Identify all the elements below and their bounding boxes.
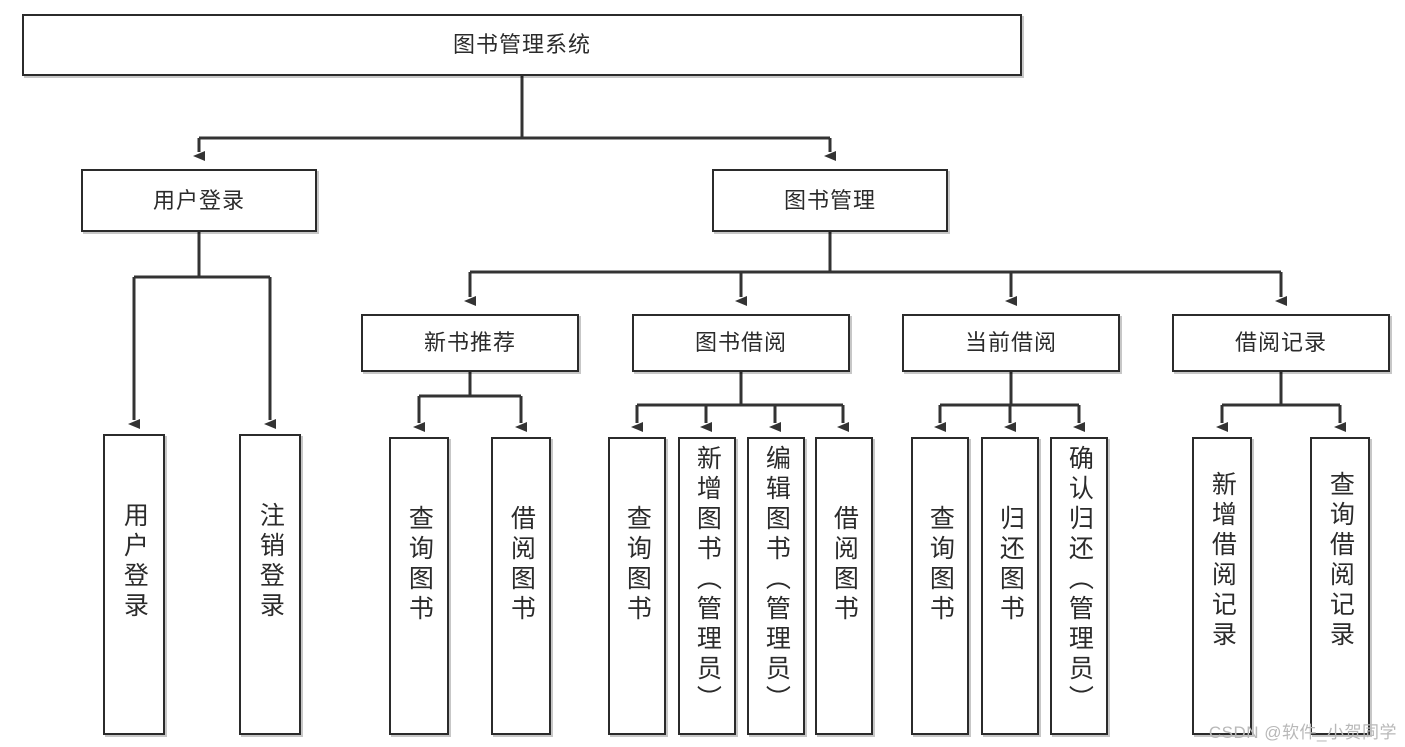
- node-label: 图书管理: [783, 187, 876, 213]
- leaf-bookborrow-add-book-admin[interactable]: 新增图书（管理员）: [678, 437, 736, 735]
- node-label: 借阅图书: [507, 505, 536, 625]
- node-label: 新书推荐: [423, 330, 516, 356]
- leaf-borrowrecord-add-record[interactable]: 新增借阅记录: [1192, 437, 1252, 735]
- node-label: 新增图书（管理员）: [693, 445, 722, 715]
- leaf-logout[interactable]: 注销登录: [239, 434, 301, 735]
- node-label: 用户登录: [120, 502, 149, 622]
- node-label: 新增借阅记录: [1208, 471, 1237, 651]
- node-book-borrow[interactable]: 图书借阅: [632, 314, 850, 372]
- node-label: 查询借阅记录: [1326, 471, 1355, 651]
- node-label: 编辑图书（管理员）: [762, 445, 791, 715]
- leaf-user-login[interactable]: 用户登录: [103, 434, 165, 735]
- leaf-newbook-borrow-book[interactable]: 借阅图书: [491, 437, 551, 735]
- node-label: 归还图书: [996, 505, 1025, 625]
- leaf-currentborrow-return-book[interactable]: 归还图书: [981, 437, 1039, 735]
- node-label: 当前借阅: [964, 330, 1057, 356]
- node-label: 图书借阅: [694, 330, 787, 356]
- node-label: 查询图书: [926, 505, 955, 625]
- leaf-newbook-query-book[interactable]: 查询图书: [389, 437, 449, 735]
- node-borrow-record[interactable]: 借阅记录: [1172, 314, 1390, 372]
- leaf-bookborrow-edit-book-admin[interactable]: 编辑图书（管理员）: [747, 437, 805, 735]
- node-book-management[interactable]: 图书管理: [712, 169, 948, 232]
- node-label: 借阅记录: [1234, 330, 1327, 356]
- node-label: 确认归还（管理员）: [1065, 445, 1094, 715]
- leaf-bookborrow-borrow-book[interactable]: 借阅图书: [815, 437, 873, 735]
- leaf-bookborrow-query-book[interactable]: 查询图书: [608, 437, 666, 735]
- node-root-book-management-system[interactable]: 图书管理系统: [22, 14, 1022, 76]
- node-label: 查询图书: [623, 505, 652, 625]
- node-current-borrow[interactable]: 当前借阅: [902, 314, 1120, 372]
- node-label: 注销登录: [256, 502, 285, 622]
- leaf-currentborrow-query-book[interactable]: 查询图书: [911, 437, 969, 735]
- node-label: 用户登录: [152, 187, 245, 213]
- leaf-borrowrecord-query-record[interactable]: 查询借阅记录: [1310, 437, 1370, 735]
- leaf-currentborrow-confirm-return-admin[interactable]: 确认归还（管理员）: [1050, 437, 1108, 735]
- node-label: 查询图书: [405, 505, 434, 625]
- node-new-book-recommend[interactable]: 新书推荐: [361, 314, 579, 372]
- node-label: 图书管理系统: [452, 32, 591, 58]
- csdn-watermark: CSDN @软件_小贺同学: [1208, 723, 1397, 742]
- node-user-login[interactable]: 用户登录: [81, 169, 317, 232]
- node-label: 借阅图书: [830, 505, 859, 625]
